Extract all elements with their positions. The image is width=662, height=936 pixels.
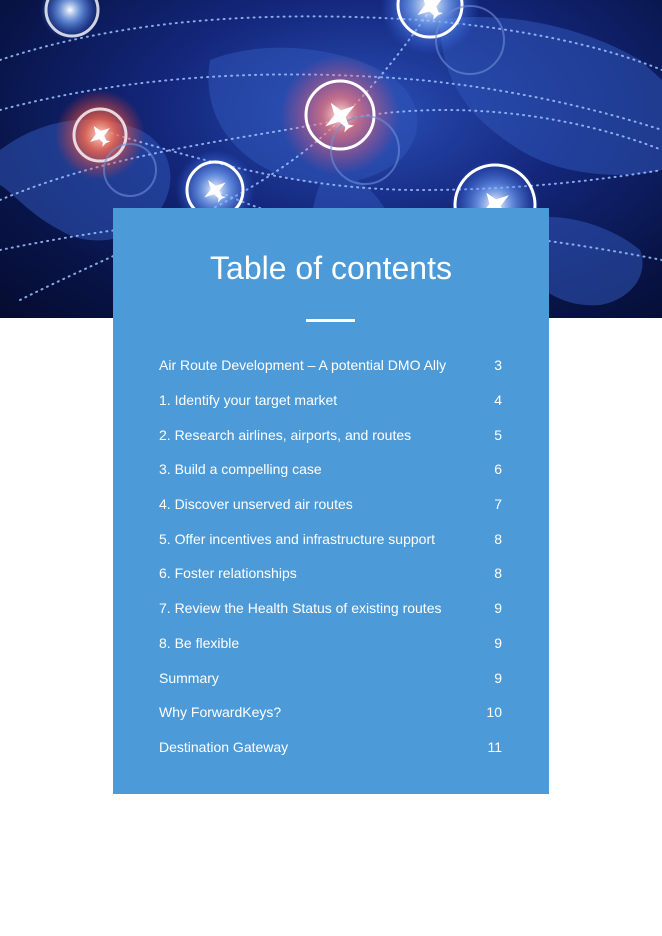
toc-item-page: 9 [494,669,502,686]
toc-item-page: 8 [494,530,502,547]
toc-item-label: 1. Identify your target market [159,392,338,409]
toc-item[interactable]: Destination Gateway 11 [159,730,502,765]
airplane-icon [90,0,510,222]
toc-item-label: 6. Foster relationships [159,565,297,582]
toc-item-label: Why ForwardKeys? [159,704,282,721]
toc-item-label: 7. Review the Health Status of existing … [159,600,442,617]
toc-item[interactable]: Why ForwardKeys? 10 [159,695,502,730]
toc-item[interactable]: Air Route Development – A potential DMO … [159,348,502,383]
toc-item-label: 4. Discover unserved air routes [159,496,353,513]
toc-item-page: 9 [494,634,502,651]
toc-item-label: Air Route Development – A potential DMO … [159,357,447,374]
toc-item-page: 4 [494,392,502,409]
toc-card [113,208,549,794]
toc-item[interactable]: Summary 9 [159,660,502,695]
toc-item[interactable]: 6. Foster relationships 8 [159,556,502,591]
toc-item-page: 11 [487,738,502,755]
toc-item-label: 2. Research airlines, airports, and rout… [159,426,412,443]
toc-item-page: 9 [494,600,502,617]
toc-item-label: 3. Build a compelling case [159,461,322,478]
toc-item[interactable]: 4. Discover unserved air routes 7 [159,487,502,522]
toc-item-label: Destination Gateway [159,738,289,755]
toc-item-label: 8. Be flexible [159,634,240,651]
toc-item-label: Summary [159,669,219,686]
toc-item[interactable]: 3. Build a compelling case 6 [159,452,502,487]
glow-marker-top [380,0,480,55]
toc-item[interactable]: 8. Be flexible 9 [159,626,502,661]
toc-item-page: 7 [494,496,502,513]
toc-list: Air Route Development – A potential DMO … [159,348,502,764]
toc-item-page: 6 [494,461,502,478]
toc-item[interactable]: 7. Review the Health Status of existing … [159,591,502,626]
toc-item[interactable]: 2. Research airlines, airports, and rout… [159,417,502,452]
toc-item-page: 10 [486,704,502,721]
page-title: Table of contents [210,250,452,286]
toc-item[interactable]: 5. Offer incentives and infrastructure s… [159,521,502,556]
toc-item-page: 3 [494,357,502,374]
toc-item-page: 5 [494,426,502,443]
toc-item-page: 8 [494,565,502,582]
toc-item-label: 5. Offer incentives and infrastructure s… [159,530,435,547]
toc-item[interactable]: 1. Identify your target market 4 [159,383,502,418]
title-divider [306,319,355,322]
